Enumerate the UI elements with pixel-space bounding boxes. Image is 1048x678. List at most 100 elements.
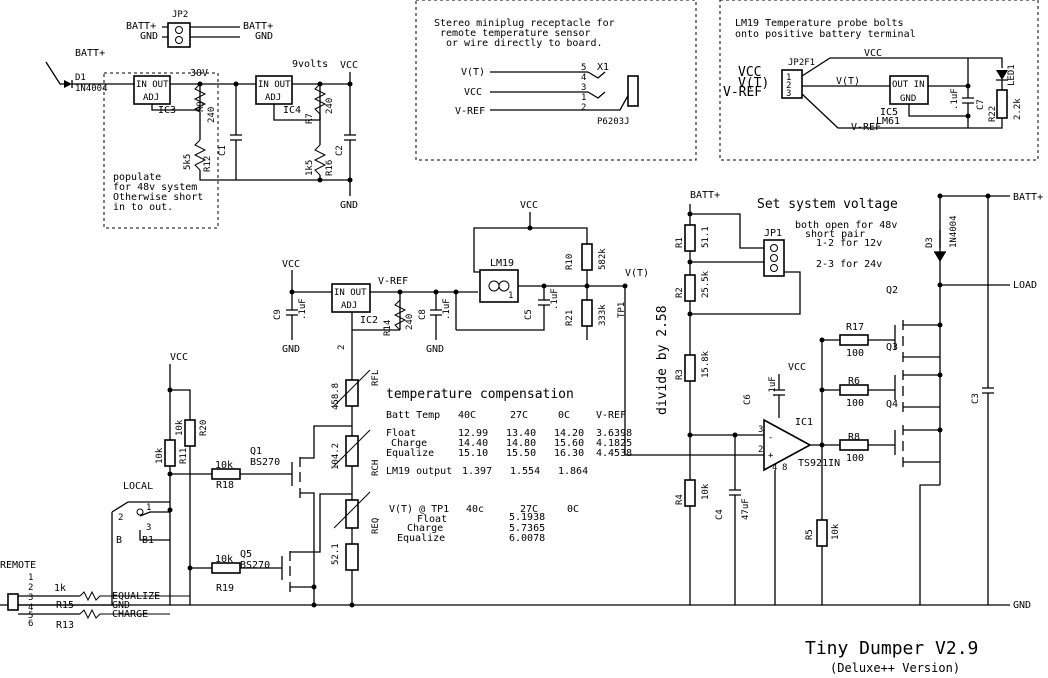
svg-text:IC5: IC5 bbox=[880, 107, 898, 118]
svg-text:240: 240 bbox=[325, 98, 335, 114]
svg-text:+: + bbox=[768, 451, 774, 461]
svg-text:2: 2 bbox=[28, 583, 33, 593]
svg-text:ADJ: ADJ bbox=[341, 301, 357, 311]
svg-text:BATT+: BATT+ bbox=[126, 21, 156, 32]
svg-text:EQUALIZE: EQUALIZE bbox=[112, 591, 160, 602]
svg-text:both open for 48v: both open for 48v bbox=[795, 220, 897, 231]
svg-text:V(T): V(T) bbox=[461, 67, 485, 78]
svg-text:5: 5 bbox=[581, 63, 586, 73]
svg-text:V-REF: V-REF bbox=[851, 122, 881, 133]
svg-text:4: 4 bbox=[581, 73, 586, 83]
svg-text:5.1938: 5.1938 bbox=[509, 512, 545, 523]
regulator-chain: BATT+ D1 1N4004 IN OUT ADJ IC3 30V R9 24… bbox=[45, 48, 358, 213]
vref-section: VCC C9 .1uF GND IN OUT ADJ IC2 V-REF R14… bbox=[273, 200, 649, 456]
svg-text:OUT IN: OUT IN bbox=[892, 80, 925, 90]
svg-text:R15: R15 bbox=[56, 600, 74, 611]
svg-text:TS921IN: TS921IN bbox=[798, 458, 840, 469]
svg-text:16.30: 16.30 bbox=[554, 448, 584, 459]
svg-text:R7: R7 bbox=[305, 113, 315, 124]
svg-text:4: 4 bbox=[772, 463, 777, 473]
svg-text:1N4004: 1N4004 bbox=[949, 215, 959, 248]
svg-text:6.0078: 6.0078 bbox=[509, 533, 545, 544]
svg-text:R5: R5 bbox=[805, 529, 815, 540]
svg-text:2: 2 bbox=[581, 103, 586, 113]
svg-text:BATT+: BATT+ bbox=[690, 190, 720, 201]
svg-text:.1uF: .1uF bbox=[950, 88, 960, 110]
svg-text:GND: GND bbox=[900, 94, 916, 104]
svg-text:1.554: 1.554 bbox=[510, 466, 540, 477]
svg-text:X1: X1 bbox=[597, 62, 609, 73]
svg-text:3: 3 bbox=[581, 83, 586, 93]
svg-text:240: 240 bbox=[405, 314, 415, 330]
svg-text:CHARGE: CHARGE bbox=[112, 609, 148, 620]
svg-text:8: 8 bbox=[782, 463, 787, 473]
svg-text:6: 6 bbox=[28, 619, 33, 629]
svg-text:104.2: 104.2 bbox=[331, 443, 341, 470]
svg-text:100: 100 bbox=[846, 398, 864, 409]
svg-text:1N4004: 1N4004 bbox=[75, 84, 108, 94]
svg-text:10k: 10k bbox=[155, 447, 165, 464]
svg-text:Otherwise short: Otherwise short bbox=[113, 192, 203, 203]
svg-text:populate: populate bbox=[113, 172, 161, 183]
svg-text:BATT+: BATT+ bbox=[75, 48, 105, 59]
svg-text:VCC: VCC bbox=[170, 352, 188, 363]
svg-text:D1: D1 bbox=[75, 73, 86, 83]
svg-text:10k: 10k bbox=[831, 523, 841, 540]
svg-text:R10: R10 bbox=[565, 254, 575, 270]
svg-text:REMOTE: REMOTE bbox=[0, 560, 36, 571]
svg-text:ADJ: ADJ bbox=[143, 93, 159, 103]
svg-text:2: 2 bbox=[786, 81, 791, 91]
svg-text:C7: C7 bbox=[976, 99, 986, 110]
svg-text:52.1: 52.1 bbox=[331, 543, 341, 565]
svg-text:-: - bbox=[768, 433, 773, 443]
svg-text:JP2: JP2 bbox=[172, 10, 188, 20]
svg-text:25.5k: 25.5k bbox=[701, 270, 711, 298]
svg-text:V-REF: V-REF bbox=[596, 410, 626, 421]
svg-text:47uF: 47uF bbox=[741, 498, 751, 520]
svg-text:15.50: 15.50 bbox=[506, 448, 536, 459]
svg-text:12.99: 12.99 bbox=[458, 428, 488, 439]
svg-text:R3: R3 bbox=[675, 369, 685, 380]
svg-text:or wire directly to board.: or wire directly to board. bbox=[446, 38, 603, 49]
svg-text:.1uF: .1uF bbox=[298, 298, 308, 320]
svg-text:RFL: RFL bbox=[371, 370, 381, 386]
schematic-title: Tiny Dumper V2.9 bbox=[805, 638, 978, 659]
svg-text:IC2: IC2 bbox=[360, 315, 378, 326]
svg-text:C3: C3 bbox=[971, 393, 981, 404]
svg-text:1: 1 bbox=[786, 73, 791, 83]
svg-text:R16: R16 bbox=[325, 160, 335, 176]
selector-section: VCC 10k R20 10k R11 10k R18 10k R19 Q1 B… bbox=[0, 330, 381, 631]
svg-text:LM19 Temperature probe bolts: LM19 Temperature probe bolts bbox=[735, 18, 904, 29]
svg-text:GND: GND bbox=[1013, 600, 1031, 611]
svg-text:1: 1 bbox=[508, 291, 513, 301]
svg-text:GND: GND bbox=[140, 31, 158, 42]
svg-text:in to out.: in to out. bbox=[113, 202, 173, 213]
svg-text:3.6398: 3.6398 bbox=[596, 428, 632, 439]
svg-text:remote temperature sensor: remote temperature sensor bbox=[440, 28, 591, 39]
svg-text:LM61: LM61 bbox=[876, 116, 900, 127]
svg-text:V(T): V(T) bbox=[625, 268, 649, 279]
svg-text:C2: C2 bbox=[335, 145, 345, 156]
svg-text:2: 2 bbox=[758, 445, 763, 455]
svg-text:2-3 for 24v: 2-3 for 24v bbox=[816, 259, 882, 270]
svg-text:9volts: 9volts bbox=[292, 59, 328, 70]
svg-text:4.4538: 4.4538 bbox=[596, 448, 632, 459]
svg-text:C6: C6 bbox=[743, 394, 753, 405]
svg-text:VCC: VCC bbox=[340, 60, 358, 71]
svg-text:LOAD: LOAD bbox=[1013, 280, 1037, 291]
svg-text:temperature compensation: temperature compensation bbox=[386, 387, 574, 402]
svg-text:RCH: RCH bbox=[371, 460, 381, 476]
svg-text:V(T) @ TP1: V(T) @ TP1 bbox=[389, 504, 449, 515]
svg-text:R2: R2 bbox=[675, 287, 685, 298]
svg-text:10k: 10k bbox=[175, 419, 185, 436]
svg-text:C8: C8 bbox=[418, 309, 428, 320]
svg-text:VCC: VCC bbox=[464, 87, 482, 98]
svg-text:Charge: Charge bbox=[407, 523, 443, 534]
svg-text:1.864: 1.864 bbox=[558, 466, 588, 477]
svg-text:.1uF: .1uF bbox=[442, 298, 452, 320]
svg-text:VCC: VCC bbox=[788, 362, 806, 373]
svg-text:BS270: BS270 bbox=[240, 560, 270, 571]
svg-text:333k: 333k bbox=[598, 304, 608, 326]
svg-text:5.7365: 5.7365 bbox=[509, 523, 545, 534]
